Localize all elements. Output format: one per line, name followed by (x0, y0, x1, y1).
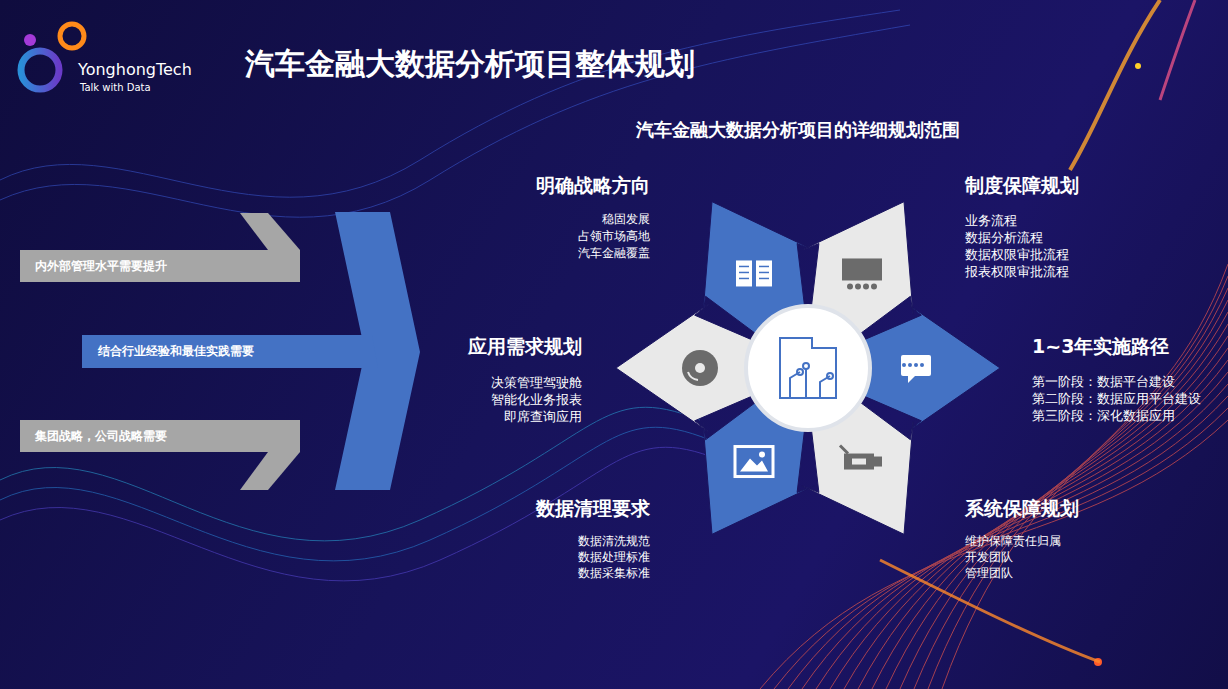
book-line (759, 272, 769, 274)
audience-icon (871, 283, 877, 289)
section-item: 第三阶段：深化数据应用 (1032, 408, 1175, 425)
chat-dot (902, 363, 906, 367)
section-item: 决策管理驾驶舱 (491, 374, 582, 392)
section-heading: 系统保障规划 (965, 496, 1079, 522)
section-heading: 1~3年实施路径 (1032, 334, 1169, 360)
audience-icon (855, 283, 861, 289)
dot (1135, 63, 1141, 69)
chat-dot (920, 363, 924, 367)
logo-tagline: Talk with Data (80, 82, 151, 93)
section-heading: 数据清理要求 (536, 496, 650, 522)
center-circle (746, 306, 870, 430)
book-line (759, 278, 769, 280)
disc-icon (695, 363, 705, 373)
reason-bar: 集团战略，公司战略需要 (20, 420, 300, 452)
reason-bar: 结合行业经验和最佳实践需要 (82, 335, 367, 368)
streak (1070, 0, 1160, 170)
section-item: 数据分析流程 (965, 229, 1043, 247)
picture-icon (740, 459, 768, 472)
projector-icon (840, 446, 848, 454)
wave-line (788, 396, 1228, 689)
section-item: 报表权限审批流程 (965, 263, 1069, 281)
chat-dot (914, 363, 918, 367)
picture-icon (759, 452, 765, 458)
flower-arrow (616, 304, 756, 433)
section-item: 管理团队 (965, 565, 1013, 582)
book-line (759, 266, 769, 268)
section-item: 第二阶段：数据应用平台建设 (1032, 391, 1201, 408)
chat-icon (908, 376, 915, 383)
disc-icon (682, 350, 718, 386)
chat-dot (908, 363, 912, 367)
wave-line (942, 264, 1228, 689)
wave-lines (0, 10, 910, 581)
projector-icon (852, 459, 866, 465)
logo-text: YonghongTech (78, 60, 192, 79)
logo-mark (21, 24, 84, 89)
section-item: 智能化业务报表 (491, 391, 582, 409)
book-icon (736, 260, 752, 286)
projector-icon (874, 457, 882, 467)
section-item: 数据采集标准 (578, 565, 650, 582)
chat-icon (901, 355, 931, 376)
screen-icon (842, 258, 882, 280)
streak (1160, 0, 1195, 100)
section-item: 第一阶段：数据平台建设 (1032, 374, 1175, 391)
wave-line (802, 384, 1228, 689)
bar-text: 集团战略，公司战略需要 (35, 428, 167, 445)
subtitle: 汽车金融大数据分析项目的详细规划范围 (636, 118, 960, 142)
projector-icon (844, 454, 874, 470)
book-icon (756, 260, 772, 286)
section-heading: 应用需求规划 (468, 334, 582, 360)
center-icon (780, 338, 836, 398)
section-item: 即席查询应用 (504, 408, 582, 426)
bar-text: 内外部管理水平需要提升 (35, 258, 167, 275)
book-line (739, 272, 749, 274)
book-line (739, 278, 749, 280)
section-item: 开发团队 (965, 549, 1013, 566)
disc-icon (688, 372, 698, 380)
book-line (739, 266, 749, 268)
audience-icon (847, 283, 853, 289)
streak (880, 560, 1100, 662)
flower-arrow (860, 304, 1000, 433)
section-heading: 明确战略方向 (536, 173, 650, 199)
section-item: 数据权限审批流程 (965, 246, 1069, 264)
section-item: 数据清洗规范 (578, 533, 650, 550)
picture-icon (735, 447, 773, 477)
section-item: 稳固发展 (602, 211, 650, 228)
bar-text: 结合行业经验和最佳实践需要 (98, 343, 254, 360)
page-title: 汽车金融大数据分析项目整体规划 (245, 44, 695, 85)
hex-flower (616, 202, 1000, 535)
reason-bar: 内外部管理水平需要提升 (20, 250, 300, 282)
section-item: 数据处理标准 (578, 549, 650, 566)
section-item: 业务流程 (965, 212, 1017, 230)
wave-line (928, 276, 1228, 689)
section-item: 汽车金融覆盖 (578, 245, 650, 262)
section-item: 占领市场高地 (578, 228, 650, 245)
section-heading: 制度保障规划 (965, 173, 1079, 199)
audience-icon (863, 283, 869, 289)
section-item: 维护保障责任归属 (965, 533, 1061, 550)
